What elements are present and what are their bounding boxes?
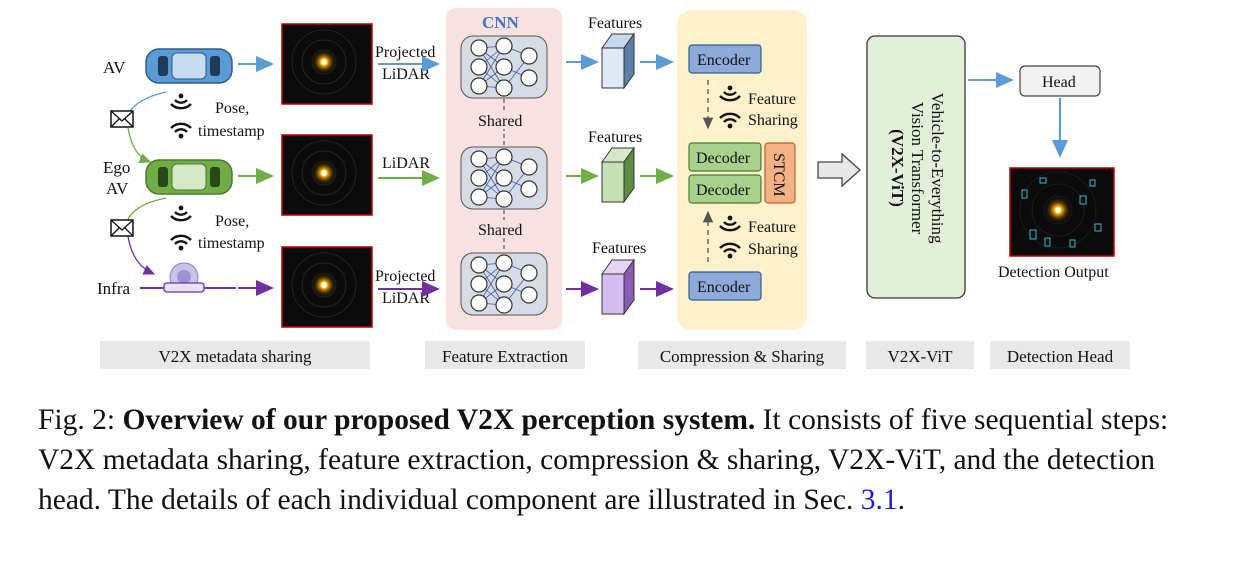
stage-box-vit [866,341,974,369]
caption-fig-number: Fig. 2: [38,404,123,436]
stage-label-detection-head: Detection Head [1007,347,1114,366]
stage-box-compression [638,341,846,369]
projected-lidar-label-top-2: LiDAR [382,66,430,83]
projected-lidar-label-top-1: Projected [375,44,435,61]
projected-lidar-label-bottom-2: LiDAR [382,290,430,307]
agent-label-ego-2: AV [106,179,129,198]
detection-output-label: Detection Output [998,264,1109,281]
feature-sharing-label-bottom-1: Feature [748,219,796,236]
caption-body: It consists of five sequential steps: V2… [38,404,1169,516]
envelope-icon [110,110,134,128]
shared-label-1: Shared [478,113,522,130]
stage-label-feature-extraction: Feature Extraction [442,347,569,366]
agent-label-ego-1: Ego [103,158,130,177]
head-box [1019,65,1101,97]
features-label-bottom: Features [592,240,646,257]
vit-box [866,35,966,299]
av-car-icon [145,48,233,84]
vit-label-line2: Vision Transformer [908,102,927,235]
lidar-bev-image-infra [281,246,373,328]
figure-caption: Fig. 2: Overview of our proposed V2X per… [38,400,1198,520]
decoder-label-2: Decoder [696,182,751,199]
ego-car-icon [145,159,233,195]
stage-box-detection-head [990,341,1130,369]
decoder-label-1: Decoder [696,150,751,167]
cnn-network-icon-bottom [460,252,548,316]
projected-lidar-label-bottom-1: Projected [375,268,435,285]
feature-sharing-label-top-1: Feature [748,91,796,108]
encoder-label-bottom: Encoder [697,279,751,296]
stcm-box [764,142,796,204]
stcm-label: STCM [770,153,787,197]
wifi-receive-icon [169,92,193,110]
wifi-send-icon [169,122,193,140]
shared-label-2: Shared [478,222,522,239]
feature-map-icon-top [601,32,635,90]
caption-end: . [897,484,905,516]
feature-sharing-label-bottom-2: Sharing [748,241,798,258]
feature-map-icon-bottom [601,258,635,316]
features-label-top: Features [588,15,642,32]
timestamp-label-bottom: timestamp [198,235,265,252]
wifi-send-icon [169,234,193,252]
feature-map-icon-mid [601,146,635,204]
agent-label-av: AV [103,58,126,77]
head-label: Head [1042,74,1076,91]
detection-output-image [1009,167,1115,257]
infra-sensor-icon [140,262,236,293]
pose-label-bottom: Pose, [215,213,249,230]
lidar-bev-image-av [281,23,373,105]
timestamp-label-top: timestamp [198,123,265,140]
feature-sharing-label-top-2: Sharing [748,112,798,129]
envelope-icon [110,219,134,237]
caption-section-link[interactable]: 3.1 [860,484,898,516]
stage-label-metadata: V2X metadata sharing [159,347,312,366]
stage-box-feature-extraction [425,341,585,369]
wifi-receive-icon [169,204,193,222]
cnn-network-icon-mid [460,146,548,210]
agent-label-infra: Infra [97,279,130,298]
cnn-title: CNN [482,13,520,32]
vit-label-line1: Vehicle-to-Everything [928,92,947,244]
system-diagram: AV Ego AV Infra Pose, timestamp Pose, ti… [97,8,1130,369]
flow-arrow-icon [817,152,861,188]
cnn-network-icon-top [460,35,548,99]
lidar-bev-image-ego [281,134,373,216]
decoder-box-2 [688,174,762,204]
encoder-box-bottom [688,271,762,301]
encoder-label-top: Encoder [697,52,751,69]
stage-label-compression: Compression & Sharing [660,347,825,366]
lidar-label-ego: LiDAR [382,155,430,172]
decoder-box-1 [688,142,762,172]
vit-label-line3: (V2X-ViT) [888,129,907,207]
caption-title: Overview of our proposed V2X perception … [122,404,756,436]
stage-box-metadata [100,341,370,369]
encoder-box-top [688,44,762,74]
pose-label-top: Pose, [215,100,249,117]
features-label-mid: Features [588,129,642,146]
stage-label-vit: V2X-ViT [887,347,953,366]
